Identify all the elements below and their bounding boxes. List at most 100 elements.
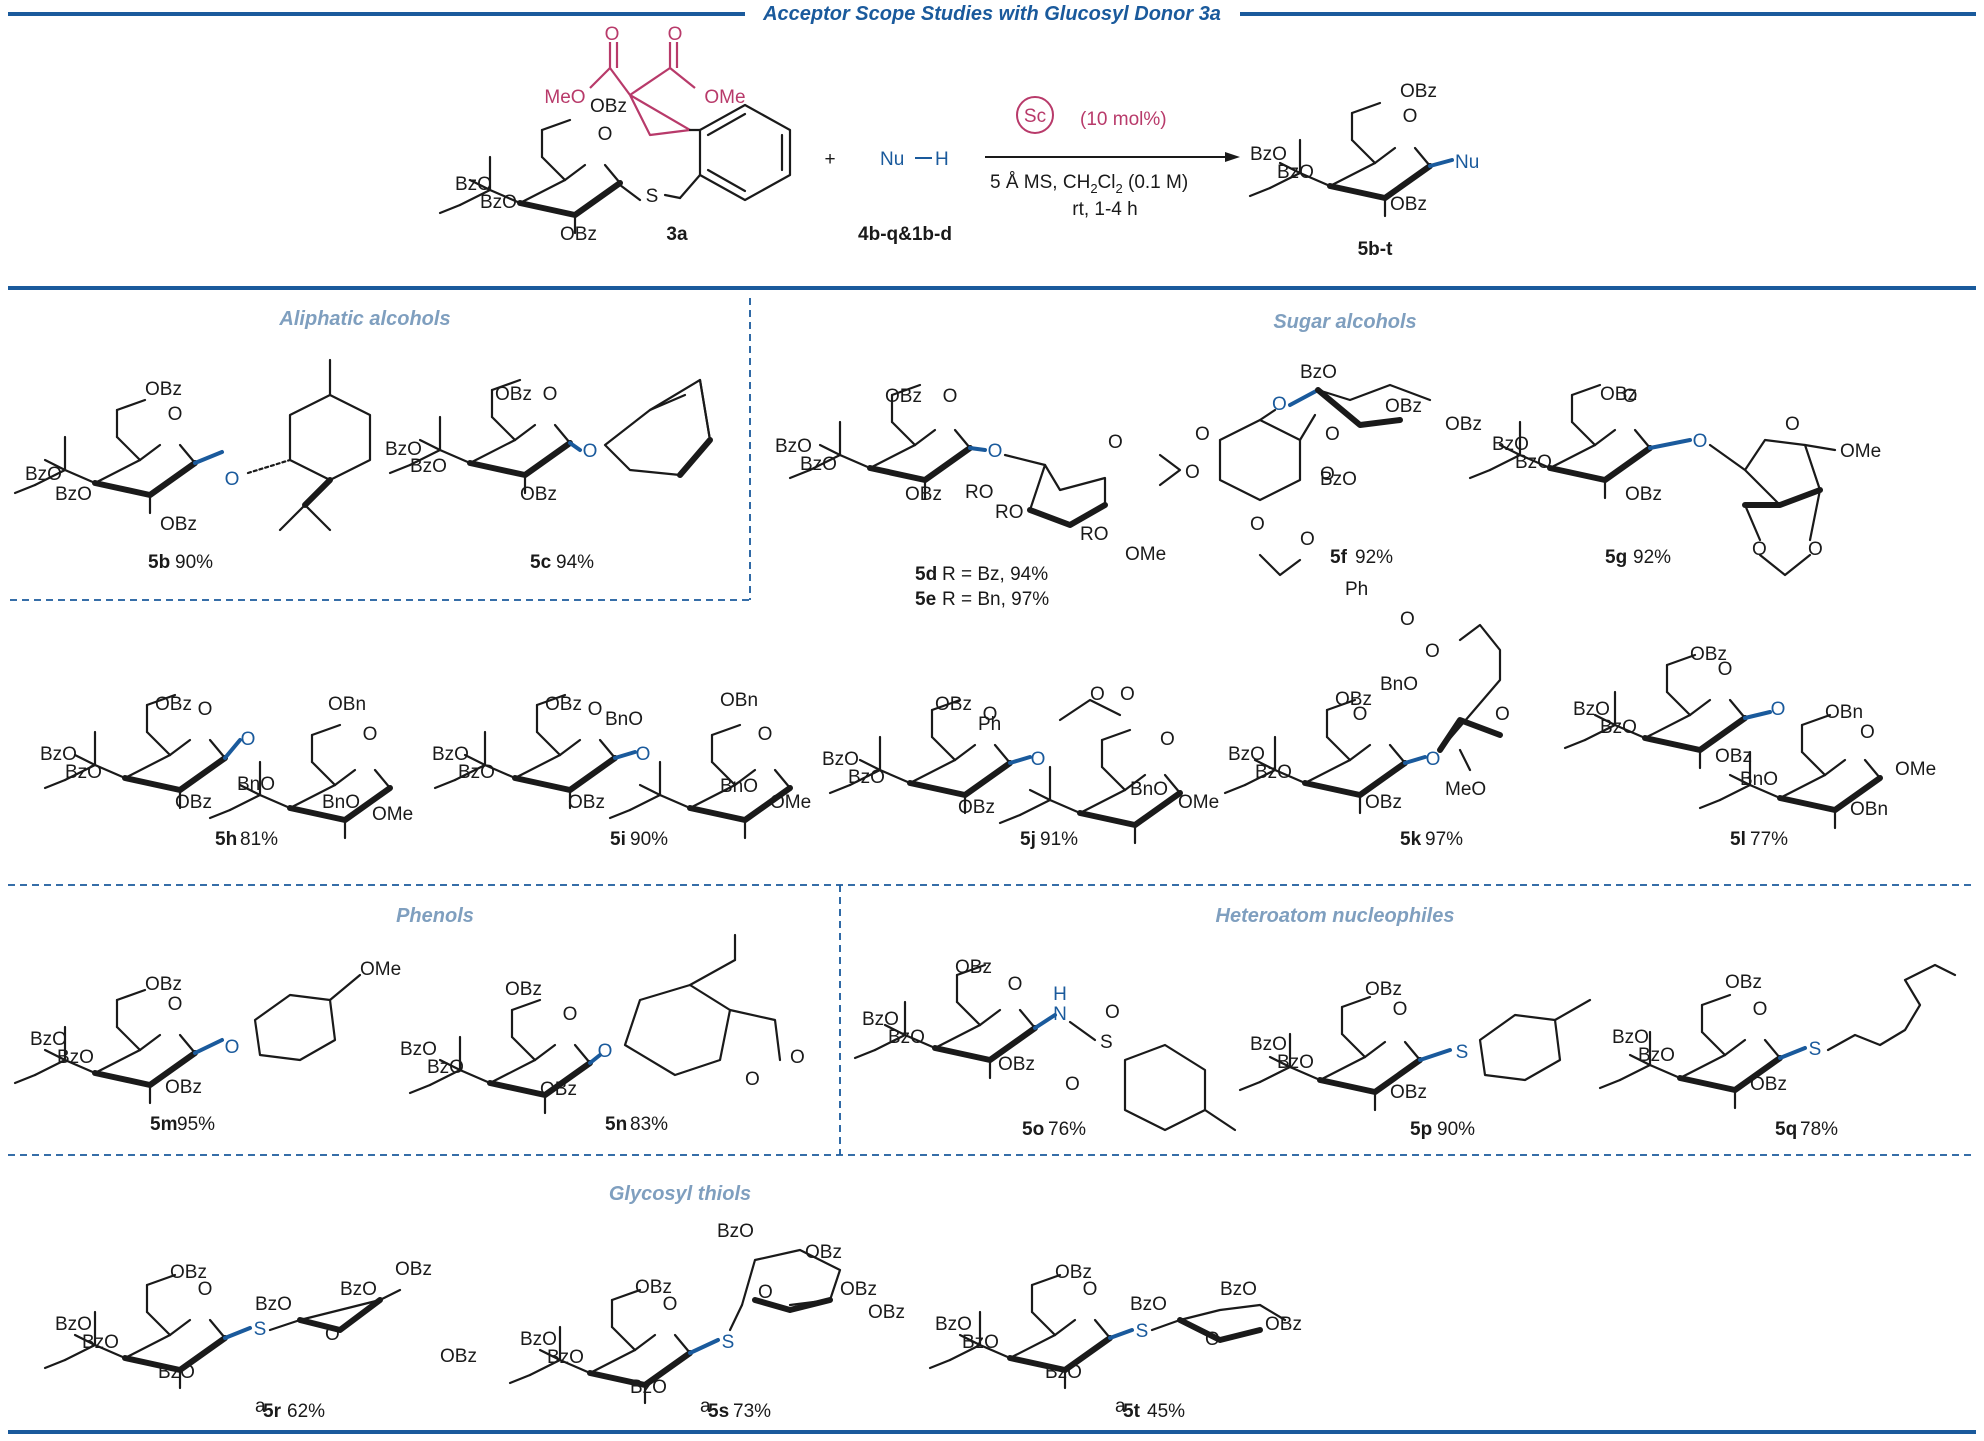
- obz: OBz: [495, 384, 532, 405]
- ph: Ph: [1345, 579, 1368, 600]
- obz: OBz: [1725, 972, 1762, 993]
- obz: OBz: [440, 1346, 477, 1367]
- bzo: BzO: [1638, 1045, 1675, 1066]
- obz: OBz: [1055, 1262, 1092, 1283]
- bzo: BzO: [822, 749, 859, 770]
- s: S: [1456, 1042, 1469, 1063]
- compound-5o: N H S O OBz BzO BzO OBz O O 5o 76%: [855, 957, 1237, 1140]
- yield-5c: 94%: [556, 552, 594, 573]
- compound-5i: O O OBz BzO BzO OBz O OBn BnO BnO OMe 5i…: [432, 690, 811, 850]
- extra-5d: R = Bz, 94%: [942, 564, 1048, 585]
- bzo: BzO: [57, 1047, 94, 1068]
- label-5h: 5h: [215, 829, 237, 850]
- note-5t: a: [1115, 1396, 1126, 1417]
- meo: MeO: [1445, 779, 1486, 800]
- ring-o: O: [543, 384, 558, 405]
- nu-h: H: [935, 149, 949, 170]
- bzo: BzO: [775, 436, 812, 457]
- o: O: [1808, 539, 1823, 560]
- bzo: BzO: [520, 1329, 557, 1350]
- glyco-o: O: [1031, 749, 1046, 770]
- ome: OMe: [360, 959, 401, 980]
- glyco-o: O: [583, 441, 598, 462]
- product-bzo-3: BzO: [1277, 162, 1314, 183]
- obz: OBz: [1365, 979, 1402, 1000]
- yield-5j: 91%: [1040, 829, 1078, 850]
- extra-5e: R = Bn, 97%: [942, 589, 1049, 610]
- bzo: BzO: [55, 1314, 92, 1335]
- ome: OMe: [1178, 792, 1219, 813]
- obz: OBz: [165, 1077, 202, 1098]
- conditions-line1: 5 Å MS, CH2Cl2 (0.1 M): [990, 172, 1188, 196]
- s: S: [254, 1319, 267, 1340]
- obz: OBz: [905, 484, 942, 505]
- label-5g: 5g: [1605, 547, 1627, 568]
- obz: OBz: [175, 792, 212, 813]
- label-5m: 5m: [150, 1114, 177, 1135]
- obn: OBn: [1825, 702, 1863, 723]
- yield-5h: 81%: [240, 829, 278, 850]
- compound-5n: O O OBz BzO BzO OBz O O 5n 83%: [400, 933, 805, 1135]
- compound-5q: S O OBz BzO BzO OBz 5q 78%: [1600, 963, 1957, 1140]
- donor-obz-6: OBz: [590, 96, 627, 117]
- ring-o: O: [943, 386, 958, 407]
- bno: BnO: [1380, 674, 1418, 695]
- bzo: BzO: [410, 456, 447, 477]
- bzo: BzO: [82, 1332, 119, 1353]
- yield-5f: 92%: [1355, 547, 1393, 568]
- label-5e: 5e: [915, 589, 936, 610]
- obz: OBz: [868, 1302, 905, 1323]
- obn: OBn: [720, 690, 758, 711]
- ome: OMe: [372, 804, 413, 825]
- ring-o-2: O: [363, 724, 378, 745]
- bzo: BzO: [1130, 1294, 1167, 1315]
- o: O: [1400, 609, 1415, 630]
- o: O: [1250, 514, 1265, 535]
- compound-5g: O O OBz BzO BzO OBz O OMe O O 5g 92%: [1470, 384, 1881, 577]
- bzo: BzO: [1320, 469, 1357, 490]
- yield-5t: 45%: [1147, 1401, 1185, 1422]
- bzo: BzO: [630, 1377, 667, 1398]
- ring-o: O: [198, 699, 213, 720]
- glyco-o: O: [241, 729, 256, 750]
- product-5b-t: Nu O OBz BzO BzO OBz 5b-t: [1250, 81, 1479, 260]
- ring-o: O: [1353, 704, 1368, 725]
- ring-o-2: O: [1160, 729, 1175, 750]
- ome: OMe: [770, 792, 811, 813]
- bzo: BzO: [800, 454, 837, 475]
- label-5f: 5f: [1330, 547, 1348, 568]
- ome: OMe: [1895, 759, 1936, 780]
- obz: OBz: [1385, 396, 1422, 417]
- yield-5m: 95%: [177, 1114, 215, 1135]
- reaction-arrow: Sc (10 mol%) 5 Å MS, CH2Cl2 (0.1 M) rt, …: [985, 96, 1240, 220]
- donor-3a: O O MeO OMe S O OBz BzO BzO OBz 3a: [440, 24, 792, 245]
- plus-sign: +: [824, 149, 835, 170]
- bzo: BzO: [340, 1279, 377, 1300]
- compound-5s: S O OBz BzO BzO BzO BzO OBz OBz OBz O a …: [510, 1221, 905, 1422]
- scheme-title: Acceptor Scope Studies with Glucosyl Don…: [762, 3, 1221, 25]
- bzo: BzO: [55, 484, 92, 505]
- section-aliphatic: Aliphatic alcohols: [278, 308, 450, 330]
- bzo: BzO: [1250, 1034, 1287, 1055]
- obz: OBz: [540, 1079, 577, 1100]
- glyco-o: O: [1693, 431, 1708, 452]
- bno: BnO: [1130, 779, 1168, 800]
- s: S: [1136, 1321, 1149, 1342]
- compound-5m: O O OBz BzO BzO OBz OMe 5m 95%: [15, 959, 401, 1135]
- o: O: [1300, 529, 1315, 550]
- obz: OBz: [955, 957, 992, 978]
- bzo: BzO: [1220, 1279, 1257, 1300]
- ring-o: O: [198, 1279, 213, 1300]
- o: O: [1185, 462, 1200, 483]
- glyco-o: O: [1426, 749, 1441, 770]
- bzo: BzO: [255, 1294, 292, 1315]
- ring-o: O: [1623, 386, 1638, 407]
- bzo: BzO: [1228, 744, 1265, 765]
- compound-5r: S O OBz BzO BzO BzO BzO BzO OBz O OBz a …: [45, 1259, 477, 1422]
- compound-5h: O O OBz BzO BzO OBz O OBn BnO BnO OMe 5h…: [40, 694, 413, 850]
- note-5r: a: [255, 1396, 266, 1417]
- bzo: BzO: [1492, 434, 1529, 455]
- obz: OBz: [1690, 644, 1727, 665]
- label-5k: 5k: [1400, 829, 1422, 850]
- o: O: [1120, 684, 1135, 705]
